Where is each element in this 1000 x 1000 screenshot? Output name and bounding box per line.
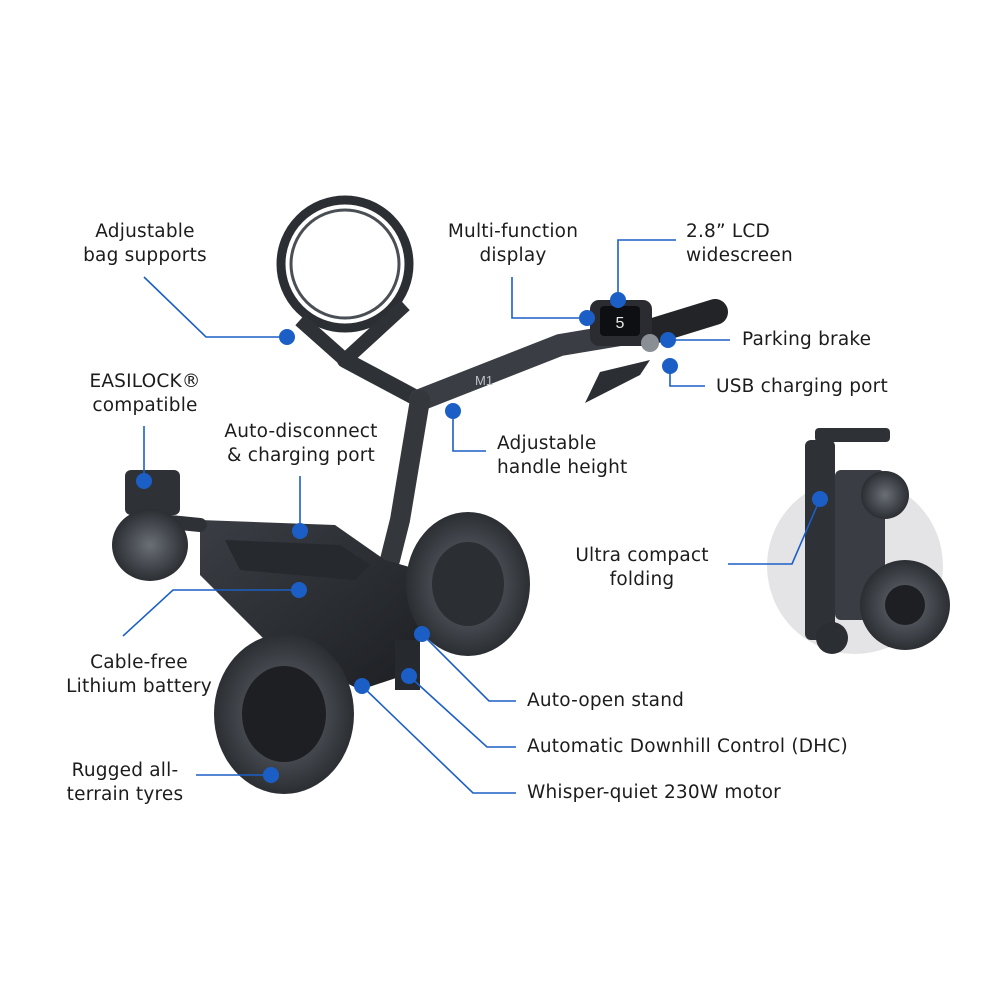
label-line: Auto-open stand <box>527 690 685 711</box>
label-usb-port: USB charging port <box>716 375 936 399</box>
label-parking-brake: Parking brake <box>742 328 912 352</box>
dot-parking-brake <box>660 332 676 348</box>
label-line: Auto-disconnect <box>224 421 378 442</box>
dot-auto-open-stand <box>414 626 430 642</box>
easilock-bracket <box>125 470 180 515</box>
label-auto-open-stand: Auto-open stand <box>527 689 747 713</box>
dot-multi-function-display <box>579 310 595 326</box>
folded-handle <box>815 428 890 442</box>
label-easilock: EASILOCK® compatible <box>70 370 220 418</box>
dot-handle-height <box>445 403 461 419</box>
leader-handle-height <box>452 411 486 452</box>
dot-easilock <box>136 473 152 489</box>
label-lcd-widescreen: 2.8” LCD widescreen <box>686 220 846 268</box>
leader-compact-folding <box>728 498 821 565</box>
dot-tyres <box>263 767 279 783</box>
model-badge: M1 <box>475 373 493 388</box>
label-line: EASILOCK® <box>89 371 201 392</box>
label-line: 2.8” LCD <box>686 221 770 242</box>
folded-wheel-hub <box>885 585 925 625</box>
label-bag-supports: Adjustable bag supports <box>70 220 220 268</box>
label-line: Rugged all- <box>71 760 179 781</box>
rear-left-hub <box>242 666 326 762</box>
label-line: compatible <box>92 395 198 416</box>
dot-dhc <box>401 668 417 684</box>
label-line: Automatic Downhill Control (DHC) <box>527 736 848 757</box>
leader-dhc <box>408 675 516 748</box>
dot-motor <box>354 678 370 694</box>
label-line: Whisper-quiet 230W motor <box>527 782 781 803</box>
label-line: USB charging port <box>716 376 888 397</box>
folded-top-wheel <box>861 471 909 519</box>
lcd-digit: 5 <box>616 315 625 332</box>
rear-right-hub <box>432 542 504 626</box>
lower-grip <box>585 360 650 403</box>
label-line: Cable-free <box>90 652 188 673</box>
label-line: Ultra compact <box>575 545 709 566</box>
leader-bag-supports <box>143 276 287 338</box>
label-motor: Whisper-quiet 230W motor <box>527 781 827 805</box>
main-stem <box>380 390 430 570</box>
label-line: Adjustable <box>95 221 195 242</box>
bag-support-ring-inner <box>289 208 401 320</box>
dot-lcd-widescreen <box>610 292 626 308</box>
folded-frame <box>805 440 835 640</box>
leader-auto-open-stand <box>421 633 516 702</box>
label-line: display <box>479 245 547 266</box>
label-line: Multi-function <box>447 221 579 242</box>
front-wheel <box>112 509 188 581</box>
leader-multi-function-display <box>511 277 587 319</box>
handle-grip <box>637 299 728 345</box>
label-tyres: Rugged all- terrain tyres <box>50 759 200 807</box>
label-line: Parking brake <box>742 329 872 350</box>
leader-lines <box>122 239 821 794</box>
label-auto-disconnect: Auto-disconnect & charging port <box>206 420 396 468</box>
dot-battery <box>291 582 307 598</box>
label-battery: Cable-free Lithium battery <box>44 651 234 699</box>
dot-bag-supports <box>279 329 295 345</box>
leader-lcd-widescreen <box>617 239 676 300</box>
bag-support-arm <box>295 299 410 367</box>
label-line: bag supports <box>83 245 207 266</box>
label-multi-function-display: Multi-function display <box>438 220 588 268</box>
label-line: Lithium battery <box>66 676 212 697</box>
label-dhc: Automatic Downhill Control (DHC) <box>527 735 887 759</box>
leader-motor <box>361 685 516 794</box>
lcd-screen <box>600 306 640 336</box>
label-compact-folding: Ultra compact folding <box>562 544 722 592</box>
label-line: widescreen <box>686 245 793 266</box>
dot-usb-port <box>662 358 678 374</box>
parking-brake-knob <box>641 334 659 352</box>
support-yoke <box>337 352 428 408</box>
label-line: terrain tyres <box>66 784 184 805</box>
label-handle-height: Adjustable handle height <box>497 432 667 480</box>
bag-support-ring <box>276 195 414 333</box>
folded-trolley <box>767 428 950 654</box>
label-line: & charging port <box>227 445 375 466</box>
battery-tray <box>225 540 370 580</box>
dot-auto-disconnect <box>292 523 308 539</box>
leader-battery <box>122 589 299 637</box>
main-trolley: 5 M1 <box>112 195 728 794</box>
label-line: Adjustable <box>497 433 597 454</box>
label-line: handle height <box>497 457 628 478</box>
folded-small-wheel <box>816 622 848 654</box>
callout-dots <box>136 292 828 783</box>
dot-compact-folding <box>812 491 828 507</box>
label-line: folding <box>609 569 675 590</box>
